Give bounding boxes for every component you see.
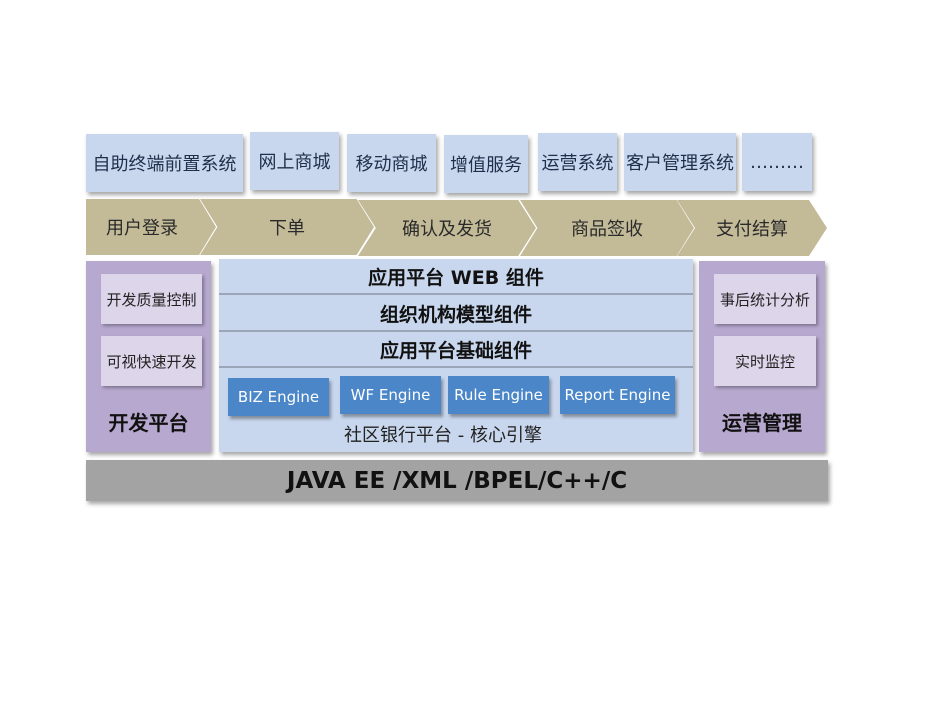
dev-platform-title: 开发平台 — [108, 411, 189, 435]
engine-biz: BIZ Engine — [228, 378, 329, 416]
flow-step-login: 用户登录 — [86, 199, 216, 255]
system-box-more: ……… — [742, 133, 812, 191]
ops-management-title: 运营管理 — [722, 411, 802, 435]
engine-wf: WF Engine — [340, 376, 441, 414]
system-box-crm: 客户管理系统 — [624, 133, 736, 191]
system-box-value-added: 增值服务 — [444, 135, 528, 193]
engine-rule: Rule Engine — [448, 376, 549, 414]
system-box-self-service: 自助终端前置系统 — [86, 134, 243, 192]
layer-org-model-components: 组织机构模型组件 — [219, 296, 693, 332]
system-box-operations: 运营系统 — [538, 133, 617, 191]
center-platform: 应用平台 WEB 组件 组织机构模型组件 应用平台基础组件 BIZ Engine… — [219, 259, 693, 452]
dev-platform-panel: 开发质量控制 可视快速开发 开发平台 — [86, 261, 211, 452]
flow-step-confirm-ship: 确认及发货 — [358, 200, 536, 256]
base-tech-layer: JAVA EE /XML /BPEL/C++/C — [86, 460, 828, 501]
realtime-monitor-box: 实时监控 — [714, 336, 816, 386]
dev-quality-control-box: 开发质量控制 — [101, 274, 202, 324]
post-stats-analysis-box: 事后统计分析 — [714, 274, 816, 324]
ops-management-panel: 事后统计分析 实时监控 运营管理 — [699, 261, 825, 452]
layer-web-components: 应用平台 WEB 组件 — [219, 259, 693, 295]
layer-base-components: 应用平台基础组件 — [219, 332, 693, 368]
core-engine-label: 社区银行平台 - 核心引擎 — [344, 425, 542, 446]
system-box-online-mall: 网上商城 — [250, 132, 339, 190]
engine-report: Report Engine — [560, 376, 675, 414]
flow-step-receipt: 商品签收 — [520, 200, 694, 256]
flow-step-order: 下单 — [200, 199, 374, 255]
visual-rapid-dev-box: 可视快速开发 — [101, 336, 202, 386]
system-box-mobile-mall: 移动商城 — [347, 134, 436, 192]
flow-step-payment: 支付结算 — [677, 200, 827, 256]
